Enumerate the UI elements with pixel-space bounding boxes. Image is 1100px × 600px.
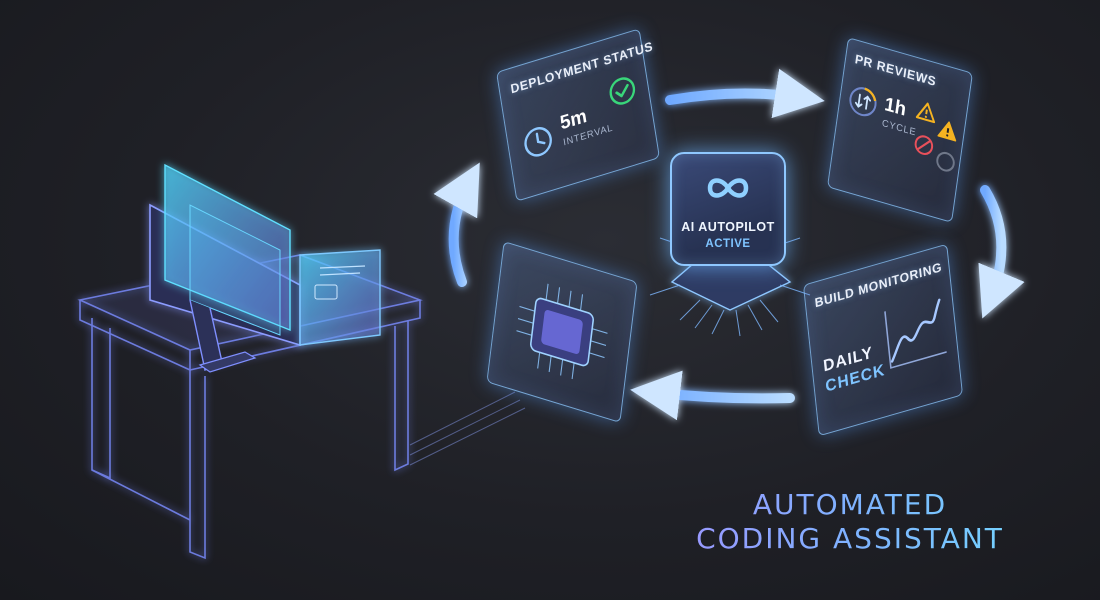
pending-circle-icon (936, 151, 955, 172)
error-icon (914, 135, 934, 156)
check-circle-icon (609, 77, 636, 105)
headline: Automated Coding Assistant (600, 488, 1100, 556)
build-monitoring-card[interactable]: Build Monitoring Daily Check (802, 243, 964, 437)
chip-processor-card[interactable] (486, 240, 638, 424)
hub-status: Active (705, 238, 751, 250)
cycle-arrows (433, 68, 1025, 421)
merge-arrows-icon (849, 87, 877, 117)
monitor-icon (149, 163, 381, 373)
headline-line-1: Automated (600, 488, 1100, 522)
warning-icon (937, 121, 957, 142)
infinity-icon (707, 178, 749, 198)
warning-icon (915, 102, 936, 124)
microchip-icon (516, 283, 608, 380)
hub-title: AI Autopilot (681, 220, 775, 234)
sparkline-chart-icon (884, 298, 947, 369)
headline-line-2: Coding Assistant (600, 522, 1100, 556)
deployment-status-card[interactable]: Deployment Status 5m Interval (496, 28, 660, 202)
ai-autopilot-hub[interactable]: AI Autopilot Active (670, 152, 786, 266)
clock-icon (524, 127, 552, 157)
pr-reviews-card[interactable]: PR Reviews 1h Cycle (826, 37, 974, 223)
